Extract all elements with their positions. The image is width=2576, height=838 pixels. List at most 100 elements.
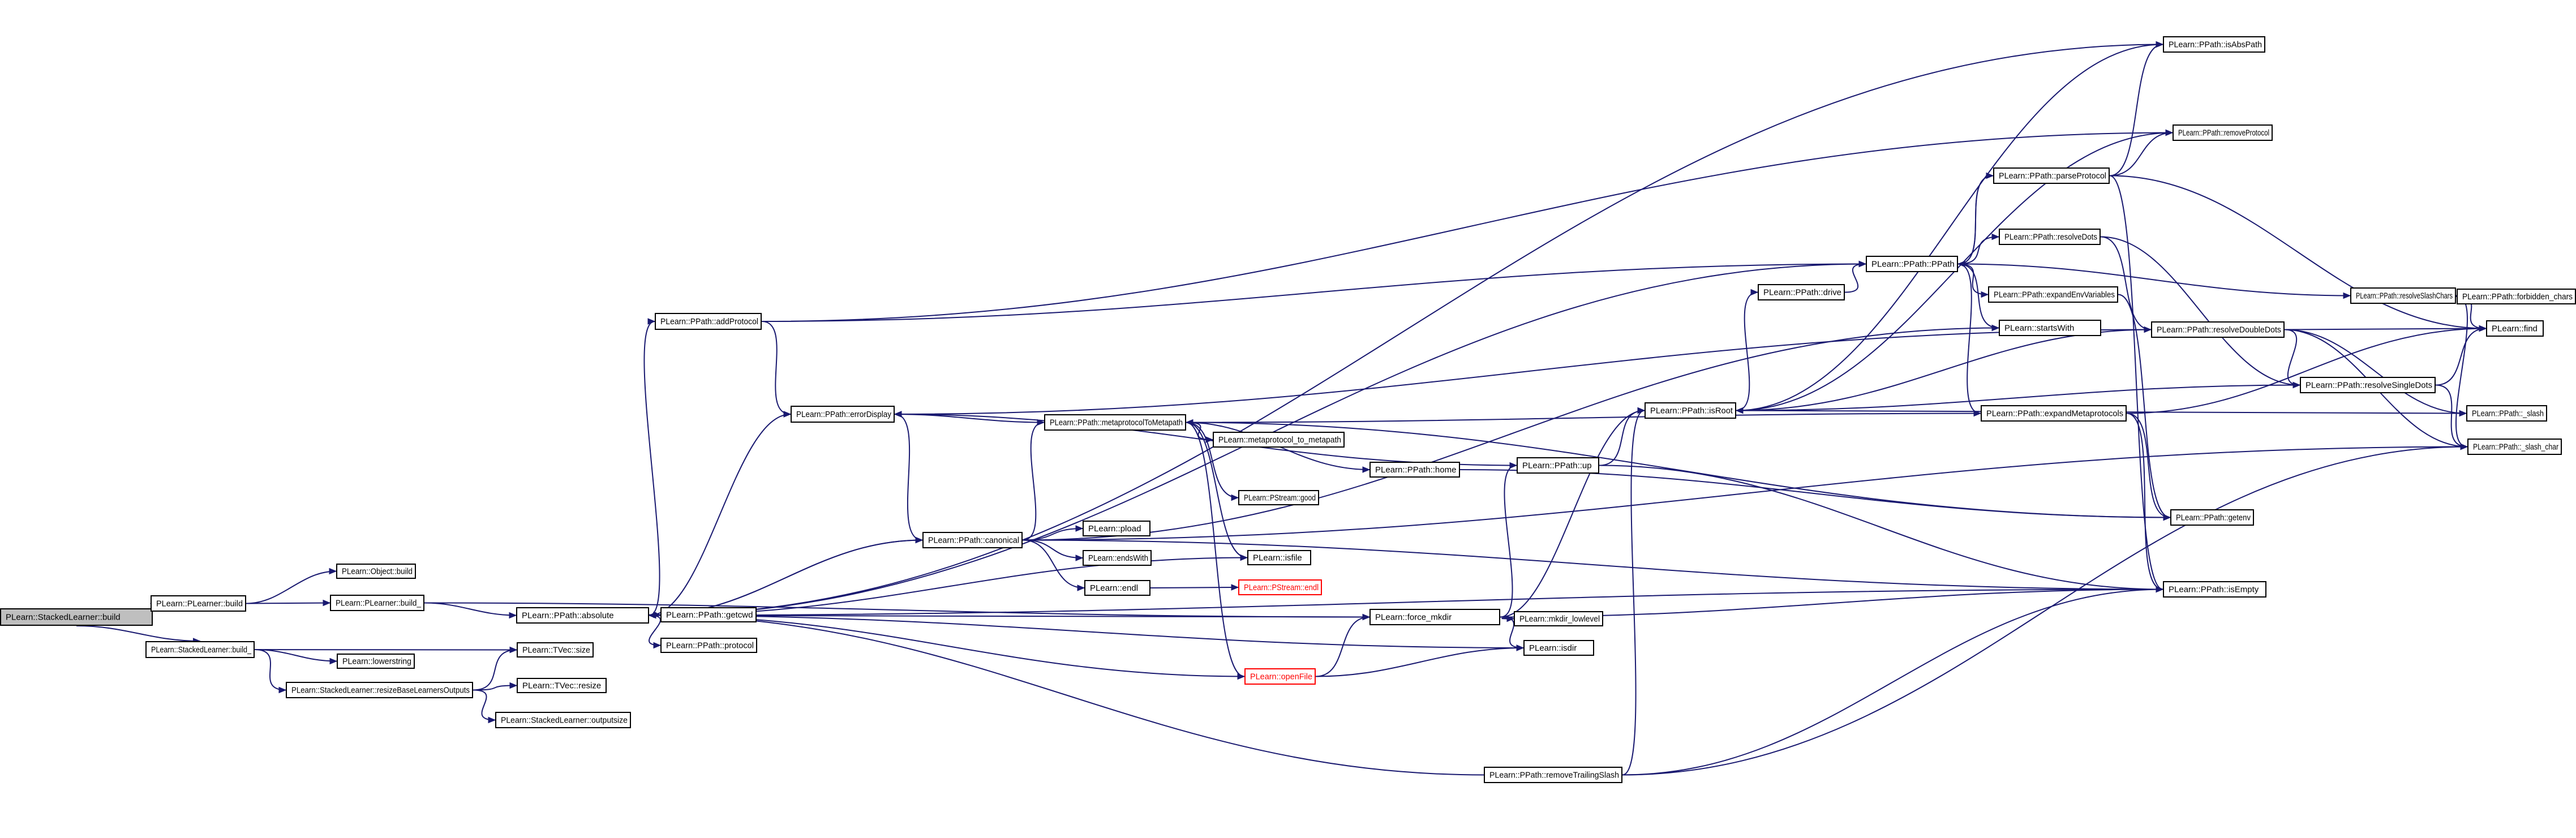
node-box[interactable] [2170, 509, 2254, 526]
node-pload[interactable]: PLearn::pload [1083, 521, 1150, 536]
node-isabspath[interactable]: PLearn::PPath::isAbsPath [2163, 36, 2265, 53]
node-removeprotocol[interactable]: PLearn::PPath::removeProtocol [2173, 124, 2273, 141]
node-box[interactable] [1514, 611, 1603, 626]
node-canonical[interactable]: PLearn::PPath::canonical [922, 532, 1023, 548]
node-endswith[interactable]: PLearn::endsWith [1083, 550, 1152, 566]
node-box[interactable] [1213, 432, 1345, 448]
node-box[interactable] [1645, 402, 1736, 419]
node-forbidden-chars[interactable]: PLearn::PPath::forbidden_chars [2457, 289, 2576, 304]
node-openfile[interactable]: PLearn::openFile [1244, 668, 1316, 685]
node-lowerstring[interactable]: PLearn::lowerstring [337, 654, 415, 669]
node-isempty[interactable]: PLearn::PPath::isEmpty [2163, 581, 2266, 598]
node-box[interactable] [151, 595, 246, 612]
node-endl[interactable]: PLearn::endl [1084, 580, 1150, 596]
node-box[interactable] [1866, 256, 1958, 272]
node-box[interactable] [145, 641, 255, 658]
node-resize-base[interactable]: PLearn::StackedLearner::resizeBaseLearne… [286, 682, 473, 698]
node-box[interactable] [2173, 124, 2273, 141]
node-errordisplay[interactable]: PLearn::PPath::errorDisplay [791, 406, 895, 423]
node-home[interactable]: PLearn::PPath::home [1369, 462, 1460, 478]
node-isdir[interactable]: PLearn::isdir [1523, 640, 1594, 656]
node-box[interactable] [1758, 284, 1845, 300]
node-box[interactable] [2151, 321, 2285, 338]
node-pstream-endl[interactable]: PLearn::PStream::endl [1238, 579, 1322, 595]
node-stacked-build[interactable]: PLearn::StackedLearner::build [0, 608, 153, 626]
node-box[interactable] [517, 642, 594, 657]
node-box[interactable] [1369, 462, 1460, 478]
node-find[interactable]: PLearn::find [2486, 320, 2544, 337]
node-box[interactable] [922, 532, 1023, 548]
node-box[interactable] [660, 638, 757, 653]
node-ppath-ctor[interactable]: PLearn::PPath::PPath [1866, 256, 1958, 272]
node-resolvedoubledots[interactable]: PLearn::PPath::resolveDoubleDots [2151, 321, 2285, 338]
node-isroot[interactable]: PLearn::PPath::isRoot [1645, 402, 1736, 419]
node-getenv[interactable]: PLearn::PPath::getenv [2170, 509, 2254, 526]
node-box[interactable] [1999, 229, 2101, 245]
node-box[interactable] [495, 712, 631, 728]
node-getcwd[interactable]: PLearn::PPath::getcwd [660, 607, 757, 622]
node-metaprotocol-to-metapath[interactable]: PLearn::metaprotocol_to_metapath [1213, 432, 1345, 448]
node-isfile[interactable]: PLearn::isfile [1247, 550, 1311, 565]
node-box[interactable] [1993, 167, 2110, 184]
node-box[interactable] [330, 595, 424, 611]
node-box[interactable] [1083, 550, 1152, 566]
node-protocol[interactable]: PLearn::PPath::protocol [660, 638, 757, 653]
node-plearner-build[interactable]: PLearn::PLearner::build_ [330, 595, 424, 611]
node-box[interactable] [655, 313, 762, 330]
node-box[interactable] [336, 564, 416, 579]
node-box[interactable] [1988, 286, 2118, 303]
node-expandmeta[interactable]: PLearn::PPath::expandMetaprotocols [1981, 405, 2127, 422]
node-metatometapath[interactable]: PLearn::PPath::metaprotocolToMetapath [1044, 414, 1186, 431]
node-slash-char[interactable]: PLearn::PPath::_slash_char [2467, 439, 2562, 455]
node-box[interactable] [516, 607, 649, 624]
node-box[interactable] [1084, 580, 1150, 596]
node-box[interactable] [1247, 550, 1311, 565]
node-box[interactable] [1981, 405, 2127, 422]
node-box[interactable] [1238, 579, 1322, 595]
node-object-build[interactable]: PLearn::Object::build [336, 564, 416, 579]
node-box[interactable] [791, 406, 895, 423]
node-box[interactable] [1517, 457, 1599, 474]
node-stacked-build[interactable]: PLearn::StackedLearner::build_ [145, 641, 255, 658]
node-addprotocol[interactable]: PLearn::PPath::addProtocol [655, 313, 762, 330]
node-drive[interactable]: PLearn::PPath::drive [1758, 284, 1845, 300]
node-box[interactable] [2457, 289, 2576, 304]
node-box[interactable] [517, 678, 607, 693]
node-box[interactable] [1369, 609, 1500, 625]
node-mkdir-lowlevel[interactable]: PLearn::mkdir_lowlevel [1514, 611, 1603, 626]
node-box[interactable] [1083, 521, 1150, 536]
node-box[interactable] [2300, 377, 2436, 393]
node-box[interactable] [1523, 640, 1594, 656]
node-box[interactable] [2350, 287, 2456, 304]
node-box[interactable] [1044, 414, 1186, 431]
node-pstream-good[interactable]: PLearn::PStream::good [1238, 490, 1319, 505]
node-box[interactable] [2163, 581, 2266, 598]
node-expandenv[interactable]: PLearn::PPath::expandEnvVariables [1988, 286, 2118, 303]
node-startswith[interactable]: PLearn::startsWith [1999, 320, 2101, 336]
node-resolveslashchars[interactable]: PLearn::PPath::resolveSlashChars [2350, 287, 2456, 304]
node-box[interactable] [337, 654, 415, 669]
node-tvec-size[interactable]: PLearn::TVec::size [517, 642, 594, 657]
node-outputsize[interactable]: PLearn::StackedLearner::outputsize [495, 712, 631, 728]
node-resolvedots[interactable]: PLearn::PPath::resolveDots [1999, 229, 2101, 245]
node-box[interactable] [2467, 439, 2562, 455]
node-plearner-build[interactable]: PLearn::PLearner::build [151, 595, 246, 612]
node-box[interactable] [0, 608, 153, 626]
node-box[interactable] [2466, 405, 2547, 422]
node-tvec-resize[interactable]: PLearn::TVec::resize [517, 678, 607, 693]
node-box[interactable] [1999, 320, 2101, 336]
node-absolute[interactable]: PLearn::PPath::absolute [516, 607, 649, 624]
node-parseprotocol[interactable]: PLearn::PPath::parseProtocol [1993, 167, 2110, 184]
node-up[interactable]: PLearn::PPath::up [1517, 457, 1599, 474]
node-box[interactable] [1238, 490, 1319, 505]
node-box[interactable] [2163, 36, 2265, 53]
node-box[interactable] [660, 607, 757, 622]
node-slash[interactable]: PLearn::PPath::_slash [2466, 405, 2547, 422]
node-box[interactable] [1484, 767, 1622, 783]
node-box[interactable] [1244, 668, 1316, 685]
node-box[interactable] [2486, 320, 2544, 337]
node-removetrailingslash[interactable]: PLearn::PPath::removeTrailingSlash [1484, 767, 1622, 783]
node-resolvesingledots[interactable]: PLearn::PPath::resolveSingleDots [2300, 377, 2436, 393]
node-box[interactable] [286, 682, 473, 698]
node-force-mkdir[interactable]: PLearn::force_mkdir [1369, 609, 1500, 625]
